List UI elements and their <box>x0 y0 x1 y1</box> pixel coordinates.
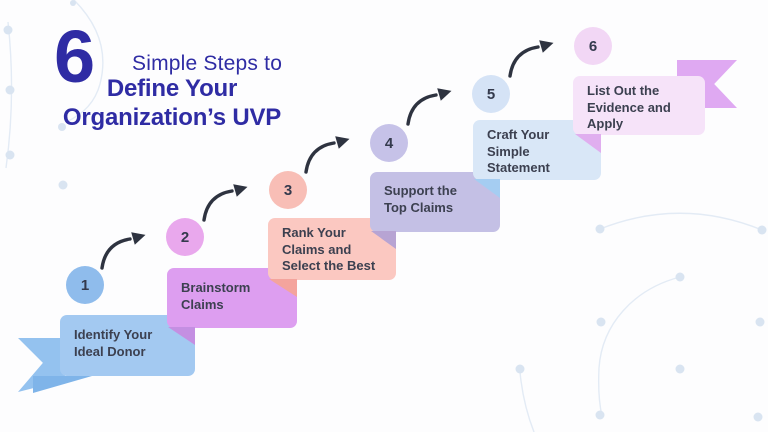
curved-arrow-icon <box>508 40 554 78</box>
step-6-label: List Out the Evidence and Apply <box>587 83 671 131</box>
curved-arrow-icon <box>304 136 350 174</box>
step-1-label: Identify Your Ideal Donor <box>74 327 153 359</box>
step-3-number: 3 <box>283 181 293 199</box>
curved-arrow-icon <box>406 88 452 126</box>
curved-arrow-icon <box>202 184 248 222</box>
title-line-3: Organization’s UVP <box>62 104 282 131</box>
step-6-box: List Out the Evidence and Apply <box>573 76 705 135</box>
step-2-number: 2 <box>180 228 190 246</box>
step-4-label: Support the Top Claims <box>384 183 457 215</box>
curved-arrow-icon <box>100 232 146 270</box>
step-3-circle: 3 <box>269 171 307 209</box>
step-3-box: Rank Your Claims and Select the Best <box>268 218 396 280</box>
step-1-number: 1 <box>80 276 90 294</box>
step-1-fold <box>33 376 92 393</box>
step-6-circle: 6 <box>574 27 612 65</box>
title-big-number: 6 <box>54 15 96 98</box>
step-2-label: Brainstorm Claims <box>181 280 251 312</box>
step-5-circle: 5 <box>472 75 510 113</box>
title-line-1: Simple Steps to <box>132 52 283 75</box>
step-3-label: Rank Your Claims and Select the Best <box>282 225 376 273</box>
step-2-circle: 2 <box>166 218 204 256</box>
step-4-number: 4 <box>384 134 394 152</box>
step-4-circle: 4 <box>370 124 408 162</box>
step-5-number: 5 <box>486 85 496 103</box>
page-title: 6 Simple Steps to Define Your Organizati… <box>46 18 298 138</box>
step-5-label: Craft Your Simple Statement <box>487 127 550 175</box>
step-6-number: 6 <box>588 37 598 55</box>
step-1-circle: 1 <box>66 266 104 304</box>
title-line-2: Define Your <box>106 75 238 102</box>
